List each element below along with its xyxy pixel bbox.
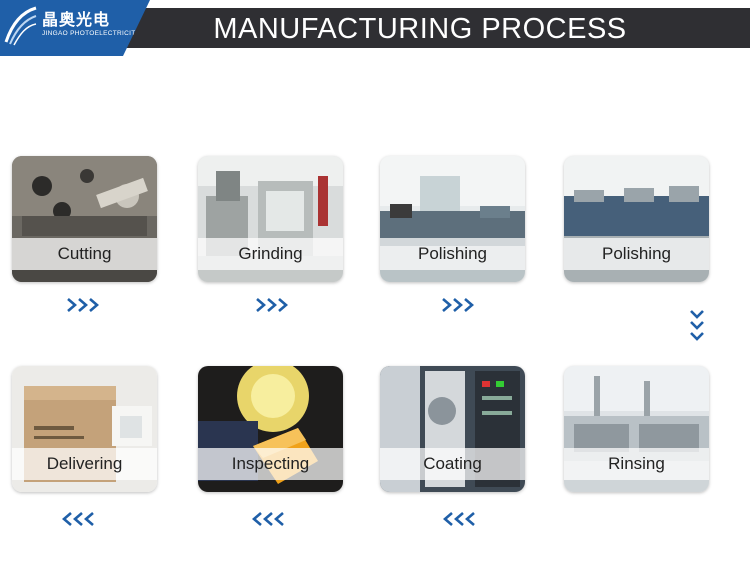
logo: 晶奥光电 JINGAO PHOTOELECTRICITY — [0, 0, 150, 56]
triple-chevron-right-icon — [256, 298, 288, 312]
step-label: Grinding — [238, 244, 303, 263]
page-title: MANUFACTURING PROCESS — [213, 13, 627, 45]
logo-english-name: JINGAO PHOTOELECTRICITY — [42, 30, 141, 37]
step-label: Delivering — [46, 454, 123, 473]
header: 晶奥光电 JINGAO PHOTOELECTRICITY MANUFACTURI… — [0, 0, 750, 56]
triple-chevron-left-icon — [443, 512, 475, 526]
step-card-delivering: Delivering — [12, 366, 157, 492]
step-card-polishing-2: Polishing — [564, 156, 709, 282]
triple-chevron-right-icon — [67, 298, 99, 312]
step-card-grinding: Grinding — [198, 156, 343, 282]
triple-chevron-right-icon — [442, 298, 474, 312]
step-label: Inspecting — [231, 454, 310, 473]
step-card-inspecting: Inspecting — [198, 366, 343, 492]
step-card-rinsing: Rinsing — [564, 366, 709, 492]
step-label: Cutting — [57, 244, 112, 263]
step-card-cutting: Cutting — [12, 156, 157, 282]
triple-chevron-left-icon — [62, 512, 94, 526]
step-label: Rinsing — [608, 454, 665, 473]
step-card-polishing-1: Polishing — [380, 156, 525, 282]
triple-chevron-left-icon — [252, 512, 284, 526]
logo-swoosh-icon — [4, 6, 37, 46]
step-label: Polishing — [418, 244, 487, 263]
step-label: Coating — [423, 454, 482, 473]
step-card-coating: Coating — [380, 366, 525, 492]
logo-chinese-name: 晶奥光电 — [42, 10, 111, 29]
step-label: Polishing — [602, 244, 671, 263]
triple-chevron-down-icon — [690, 310, 704, 341]
header-bar — [120, 8, 750, 48]
